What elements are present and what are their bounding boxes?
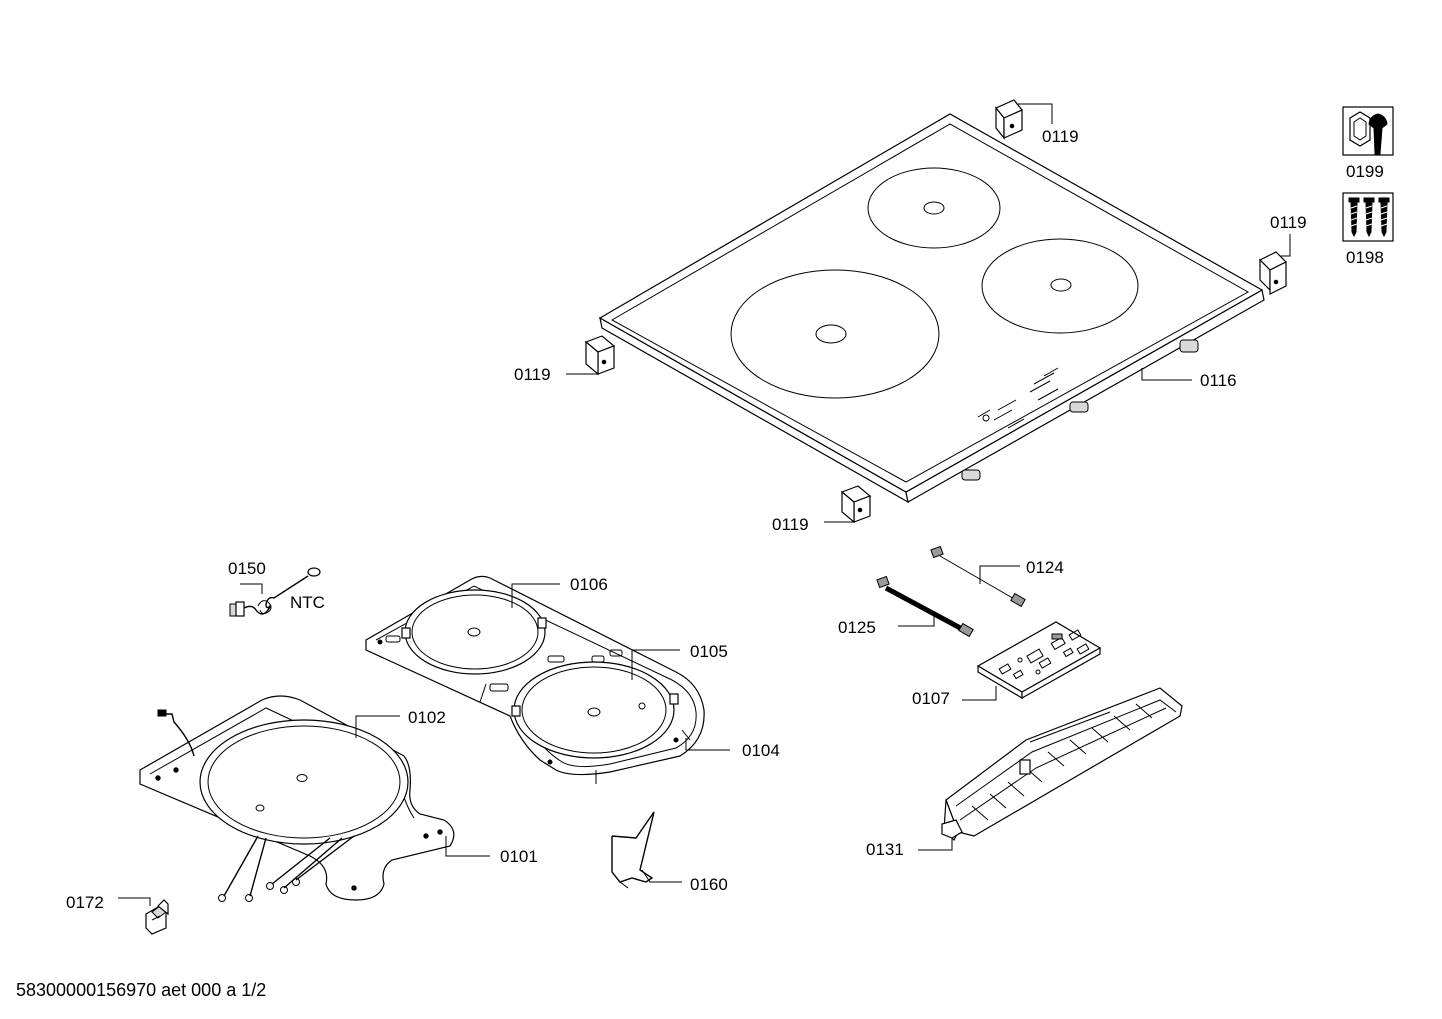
label-0198: 0198 (1346, 248, 1384, 267)
label-0150: 0150 (228, 559, 266, 578)
induction-coil-0102[interactable] (199, 719, 409, 845)
label-0119-bottom: 0119 (772, 515, 809, 534)
label-0107: 0107 (912, 689, 950, 708)
induction-coil-0105[interactable] (511, 661, 679, 759)
document-id: 58300000156970 aet 000 a 1/2 (16, 980, 267, 1000)
label-0105: 0105 (690, 642, 728, 661)
label-0160: 0160 (690, 875, 728, 894)
ribbon-cable-0125[interactable] (876, 575, 974, 638)
bracket-0119-bottom[interactable] (840, 485, 872, 524)
ribbon-cable-0124[interactable] (930, 545, 1026, 608)
label-0131: 0131 (866, 840, 904, 859)
control-housing-0131[interactable] (941, 687, 1183, 842)
shield-plate-0160[interactable] (611, 811, 655, 889)
label-ntc: NTC (290, 593, 325, 612)
coil-leads (218, 835, 355, 902)
label-0172: 0172 (66, 893, 104, 912)
bracket-0119-left[interactable] (584, 335, 616, 376)
touch-control-markings (977, 367, 1059, 429)
label-0106: 0106 (570, 575, 608, 594)
label-0104: 0104 (742, 741, 780, 760)
label-0116: 0116 (1200, 371, 1237, 390)
induction-coil-0106[interactable] (401, 589, 547, 675)
screw-set-icon[interactable] (1342, 192, 1394, 242)
label-0124: 0124 (1026, 558, 1064, 577)
cooking-zone-right (981, 238, 1139, 334)
clip-0172[interactable] (145, 899, 169, 935)
cooking-zone-rear (867, 167, 1001, 249)
bracket-0119-right[interactable] (1258, 251, 1288, 295)
label-0125: 0125 (838, 618, 876, 637)
control-board-0107[interactable] (976, 621, 1102, 700)
cooking-zone-large (730, 269, 940, 399)
label-0102: 0102 (408, 708, 446, 727)
label-0119-left: 0119 (514, 365, 551, 384)
label-0119-top: 0119 (1042, 127, 1079, 146)
label-0119-right: 0119 (1270, 213, 1307, 232)
hob-glass-top-0116[interactable] (598, 113, 1265, 504)
ntc-sensor-0150[interactable] (229, 567, 321, 617)
label-0199: 0199 (1346, 162, 1384, 181)
label-0101: 0101 (500, 847, 538, 866)
bracket-0119-top[interactable] (995, 99, 1023, 140)
wrench-nut-icon[interactable] (1342, 106, 1394, 156)
